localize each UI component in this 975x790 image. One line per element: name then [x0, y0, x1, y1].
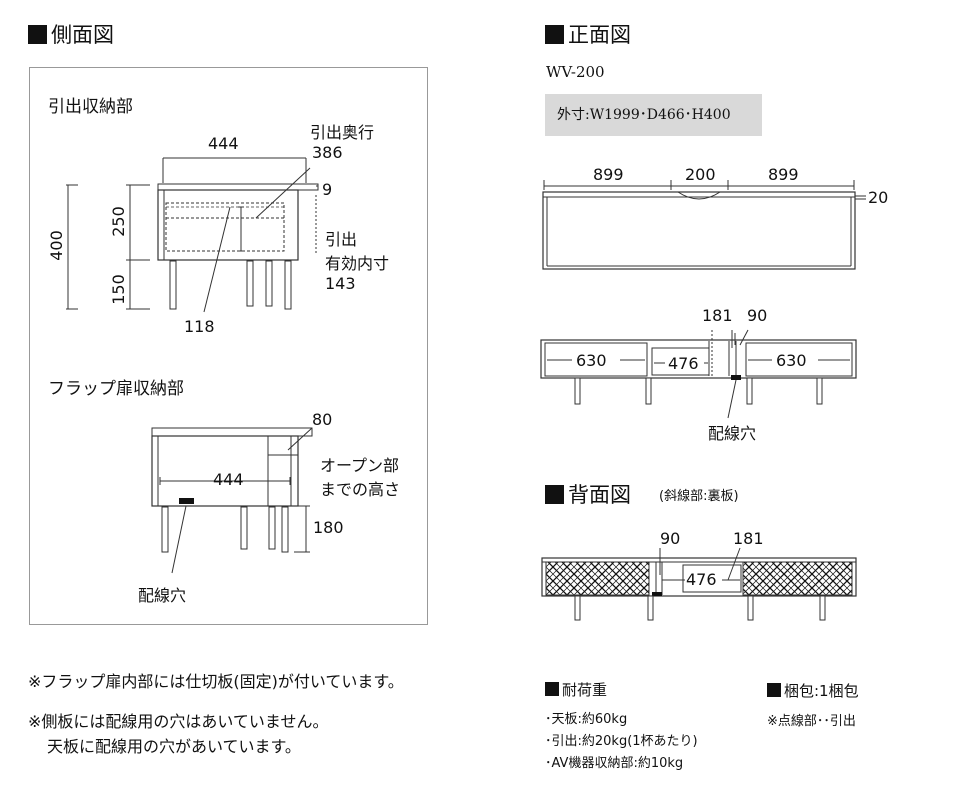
side-view-title-text: 側面図 — [51, 23, 114, 47]
note-top-board: 天板に配線用の穴があいています。 — [47, 737, 301, 756]
package-title: 梱包:1梱包 — [767, 680, 859, 701]
back-mid-width: 476 — [686, 570, 717, 589]
flap-dim-80: 80 — [312, 410, 333, 429]
square-bullet-icon — [28, 25, 47, 44]
side-view-title: 側面図 — [28, 19, 114, 49]
front-top-left-dim: 899 — [593, 165, 624, 184]
front-mid-width: 476 — [668, 354, 699, 373]
outer-dimensions-box: 外寸:W1999･D466･H400 — [545, 94, 762, 136]
drawer-width-label: 444 — [208, 134, 239, 153]
front-wiring-hole-label: 配線穴 — [708, 424, 757, 443]
front-dim-181: 181 — [702, 306, 733, 325]
square-bullet-icon — [545, 682, 559, 696]
opening-label-2: までの高さ — [320, 480, 401, 499]
opening-label-1: オープン部 — [320, 456, 400, 475]
front-right-width: 630 — [776, 351, 807, 370]
front-view-title-text: 正面図 — [568, 23, 631, 47]
load-item-drawer: ･引出:約20kg(1杯あたり) — [545, 734, 698, 749]
opening-value: 180 — [313, 518, 344, 537]
back-dim-90: 90 — [660, 529, 681, 548]
load-item-av: ･AV機器収納部:約10kg — [545, 756, 684, 771]
package-note: ※点線部･･引出 — [767, 714, 856, 729]
inner-label-2: 有効内寸 — [325, 254, 390, 273]
drawer-depth-value: 386 — [312, 143, 343, 162]
model-number: WV-200 — [546, 63, 605, 81]
square-bullet-icon — [545, 25, 564, 44]
flap-section-heading: フラップ扉収納部 — [48, 379, 184, 399]
front-top-thickness: 20 — [868, 188, 889, 207]
back-view-title-text: 背面図 — [568, 483, 631, 507]
side-wiring-hole-label: 配線穴 — [138, 586, 187, 605]
square-bullet-icon — [545, 485, 564, 504]
load-item-top: ･天板:約60kg — [545, 712, 628, 727]
leg-offset-label: 118 — [184, 317, 215, 336]
front-top-right-dim: 899 — [768, 165, 799, 184]
drawer-section-heading: 引出収納部 — [48, 97, 133, 117]
back-view-subtitle: (斜線部:裏板) — [659, 489, 739, 504]
front-top-mid-dim: 200 — [685, 165, 716, 184]
top-thickness-label: 9 — [322, 180, 333, 199]
front-left-width: 630 — [576, 351, 607, 370]
side-view-frame — [29, 67, 428, 625]
front-dim-90: 90 — [747, 306, 768, 325]
square-bullet-icon — [767, 683, 781, 697]
load-title: 耐荷重 — [545, 679, 607, 700]
inner-label-1: 引出 — [325, 230, 358, 249]
inner-value: 143 — [325, 274, 356, 293]
back-view-title: 背面図 — [545, 479, 631, 509]
drawer-depth-label: 引出奥行 — [310, 123, 375, 142]
front-view-title: 正面図 — [545, 19, 631, 49]
package-title-text: 梱包:1梱包 — [784, 682, 859, 700]
flap-width-label: 444 — [213, 470, 244, 489]
load-title-text: 耐荷重 — [562, 681, 608, 699]
note-side-panel: ※側板には配線用の穴はあいていません。 — [28, 712, 329, 731]
note-flap-divider: ※フラップ扉内部には仕切板(固定)が付いています。 — [28, 672, 404, 691]
back-dim-181: 181 — [733, 529, 764, 548]
